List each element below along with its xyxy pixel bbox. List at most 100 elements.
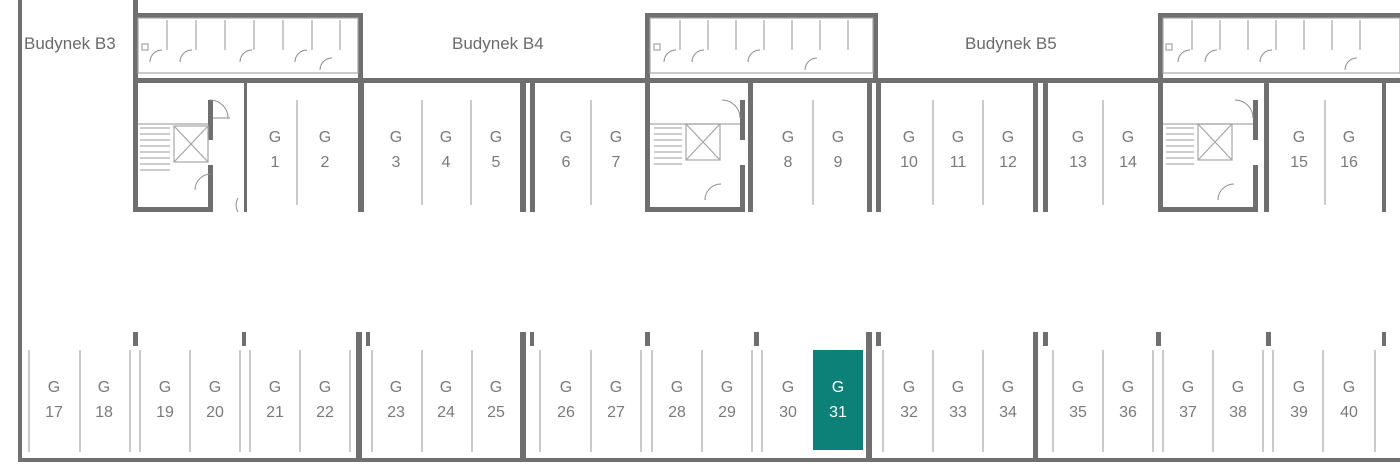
garage-spot-6[interactable]: G6	[541, 100, 591, 200]
garage-number: 3	[392, 154, 401, 171]
garage-spot-18[interactable]: G18	[79, 350, 129, 450]
garage-spot-13[interactable]: G13	[1053, 100, 1103, 200]
garage-prefix: G	[671, 379, 683, 396]
garage-prefix: G	[319, 129, 331, 146]
garage-spot-38[interactable]: G38	[1213, 350, 1263, 450]
garage-spot-30[interactable]: G30	[763, 350, 813, 450]
garage-number: 5	[492, 154, 501, 171]
garage-spot-area[interactable]	[250, 350, 300, 450]
garage-spot-area[interactable]	[190, 350, 240, 450]
garage-spot-37[interactable]: G37	[1163, 350, 1213, 450]
garage-spot-16[interactable]: G16	[1324, 100, 1374, 200]
garage-spot-area[interactable]	[471, 350, 521, 450]
garage-spot-area[interactable]	[421, 100, 471, 200]
garage-spot-10[interactable]: G10	[884, 100, 934, 200]
garage-spot-9[interactable]: G9	[813, 100, 863, 200]
garage-number: 10	[900, 154, 918, 171]
garage-spot-area[interactable]	[702, 350, 752, 450]
garage-spot-11[interactable]: G11	[933, 100, 983, 200]
garage-spot-area[interactable]	[933, 350, 983, 450]
garage-number: 31	[829, 404, 847, 421]
garage-spot-area[interactable]	[983, 350, 1033, 450]
garage-spot-area[interactable]	[371, 350, 421, 450]
garage-spot-23[interactable]: G 23	[371, 350, 421, 450]
garage-spot-area[interactable]	[1324, 350, 1374, 450]
garage-number: 15	[1290, 154, 1308, 171]
garage-spot-area[interactable]	[421, 350, 471, 450]
garage-spot-25[interactable]: G25	[471, 350, 521, 450]
garage-spot-40[interactable]: G40	[1324, 350, 1374, 450]
garage-spot-area[interactable]	[1053, 350, 1103, 450]
garage-spot-29[interactable]: G29	[702, 350, 752, 450]
garage-spot-4[interactable]: G4	[421, 100, 471, 200]
garage-spot-19[interactable]: G19	[140, 350, 190, 450]
garage-spot-35[interactable]: G35	[1053, 350, 1103, 450]
garage-spot-area[interactable]	[1324, 100, 1374, 200]
garage-spot-area[interactable]	[300, 100, 350, 200]
garage-number: 2	[321, 154, 330, 171]
garage-spot-17[interactable]: G17	[29, 350, 79, 450]
garage-spot-area[interactable]	[813, 350, 863, 450]
garage-spot-31[interactable]: G31	[813, 350, 863, 450]
garage-spot-area[interactable]	[1213, 350, 1263, 450]
garage-spot-1[interactable]: G1	[250, 100, 300, 200]
garage-spot-area[interactable]	[591, 100, 641, 200]
garage-spot-2[interactable]: G2	[300, 100, 350, 200]
garage-spot-area[interactable]	[763, 100, 813, 200]
garage-spot-area[interactable]	[591, 350, 641, 450]
garage-spot-32[interactable]: G32	[884, 350, 934, 450]
garage-number: 12	[999, 154, 1017, 171]
garage-spot-area[interactable]	[29, 350, 79, 450]
garage-spot-34[interactable]: G34	[983, 350, 1033, 450]
garage-spot-area[interactable]	[813, 100, 863, 200]
garage-prefix: G	[319, 379, 331, 396]
garage-spot-26[interactable]: G26	[541, 350, 591, 450]
garage-spot-area[interactable]	[1053, 100, 1103, 200]
garage-prefix: G	[48, 379, 60, 396]
garage-spot-39[interactable]: G39	[1274, 350, 1324, 450]
garage-spot-area[interactable]	[541, 100, 591, 200]
garage-spot-area[interactable]	[884, 100, 934, 200]
garage-spot-area[interactable]	[1274, 350, 1324, 450]
garage-spot-area[interactable]	[300, 350, 350, 450]
garage-prefix: G	[390, 379, 402, 396]
garage-spot-area[interactable]	[983, 100, 1033, 200]
garage-spot-24[interactable]: G24	[421, 350, 471, 450]
garage-spot-area[interactable]	[541, 350, 591, 450]
garage-spot-8[interactable]: G8	[763, 100, 813, 200]
garage-spot-36[interactable]: G36	[1103, 350, 1153, 450]
garage-spot-22[interactable]: G22	[300, 350, 350, 450]
garage-spot-area[interactable]	[471, 100, 521, 200]
garage-spot-area[interactable]	[250, 100, 300, 200]
garage-spot-20[interactable]: G20	[190, 350, 240, 450]
garage-number: 40	[1340, 404, 1358, 421]
garage-spot-14[interactable]: G14	[1103, 100, 1153, 200]
building-label-b4: Budynek B4	[452, 34, 544, 53]
garage-spot-3[interactable]: G3	[371, 100, 421, 200]
garage-number: 23	[387, 404, 405, 421]
garage-prefix: G	[98, 379, 110, 396]
garage-spot-27[interactable]: G27	[591, 350, 641, 450]
garage-spot-12[interactable]: G12	[983, 100, 1033, 200]
garage-spot-28[interactable]: G28	[652, 350, 702, 450]
garage-spot-21[interactable]: G21	[250, 350, 300, 450]
garage-spot-area[interactable]	[933, 100, 983, 200]
garage-spot-33[interactable]: G33	[933, 350, 983, 450]
garage-spot-area[interactable]	[140, 350, 190, 450]
garage-spot-15[interactable]: G15	[1274, 100, 1324, 200]
toilets-b5	[1162, 17, 1400, 74]
garage-spot-area[interactable]	[884, 350, 934, 450]
garage-spot-area[interactable]	[371, 100, 421, 200]
garage-spot-area[interactable]	[79, 350, 129, 450]
garage-spot-5[interactable]: G5	[471, 100, 521, 200]
garage-spot-area[interactable]	[1274, 100, 1324, 200]
garage-spot-7[interactable]: G7	[591, 100, 641, 200]
garage-spot-area[interactable]	[763, 350, 813, 450]
garage-spots: G1G2G3G4G5G6G7G8G9G10G11G12G13G14G15G16G…	[29, 100, 1374, 450]
garage-number: 24	[437, 404, 455, 421]
outer-walls	[18, 0, 1400, 462]
garage-spot-area[interactable]	[1163, 350, 1213, 450]
garage-spot-area[interactable]	[1103, 100, 1153, 200]
garage-spot-area[interactable]	[1103, 350, 1153, 450]
garage-spot-area[interactable]	[652, 350, 702, 450]
